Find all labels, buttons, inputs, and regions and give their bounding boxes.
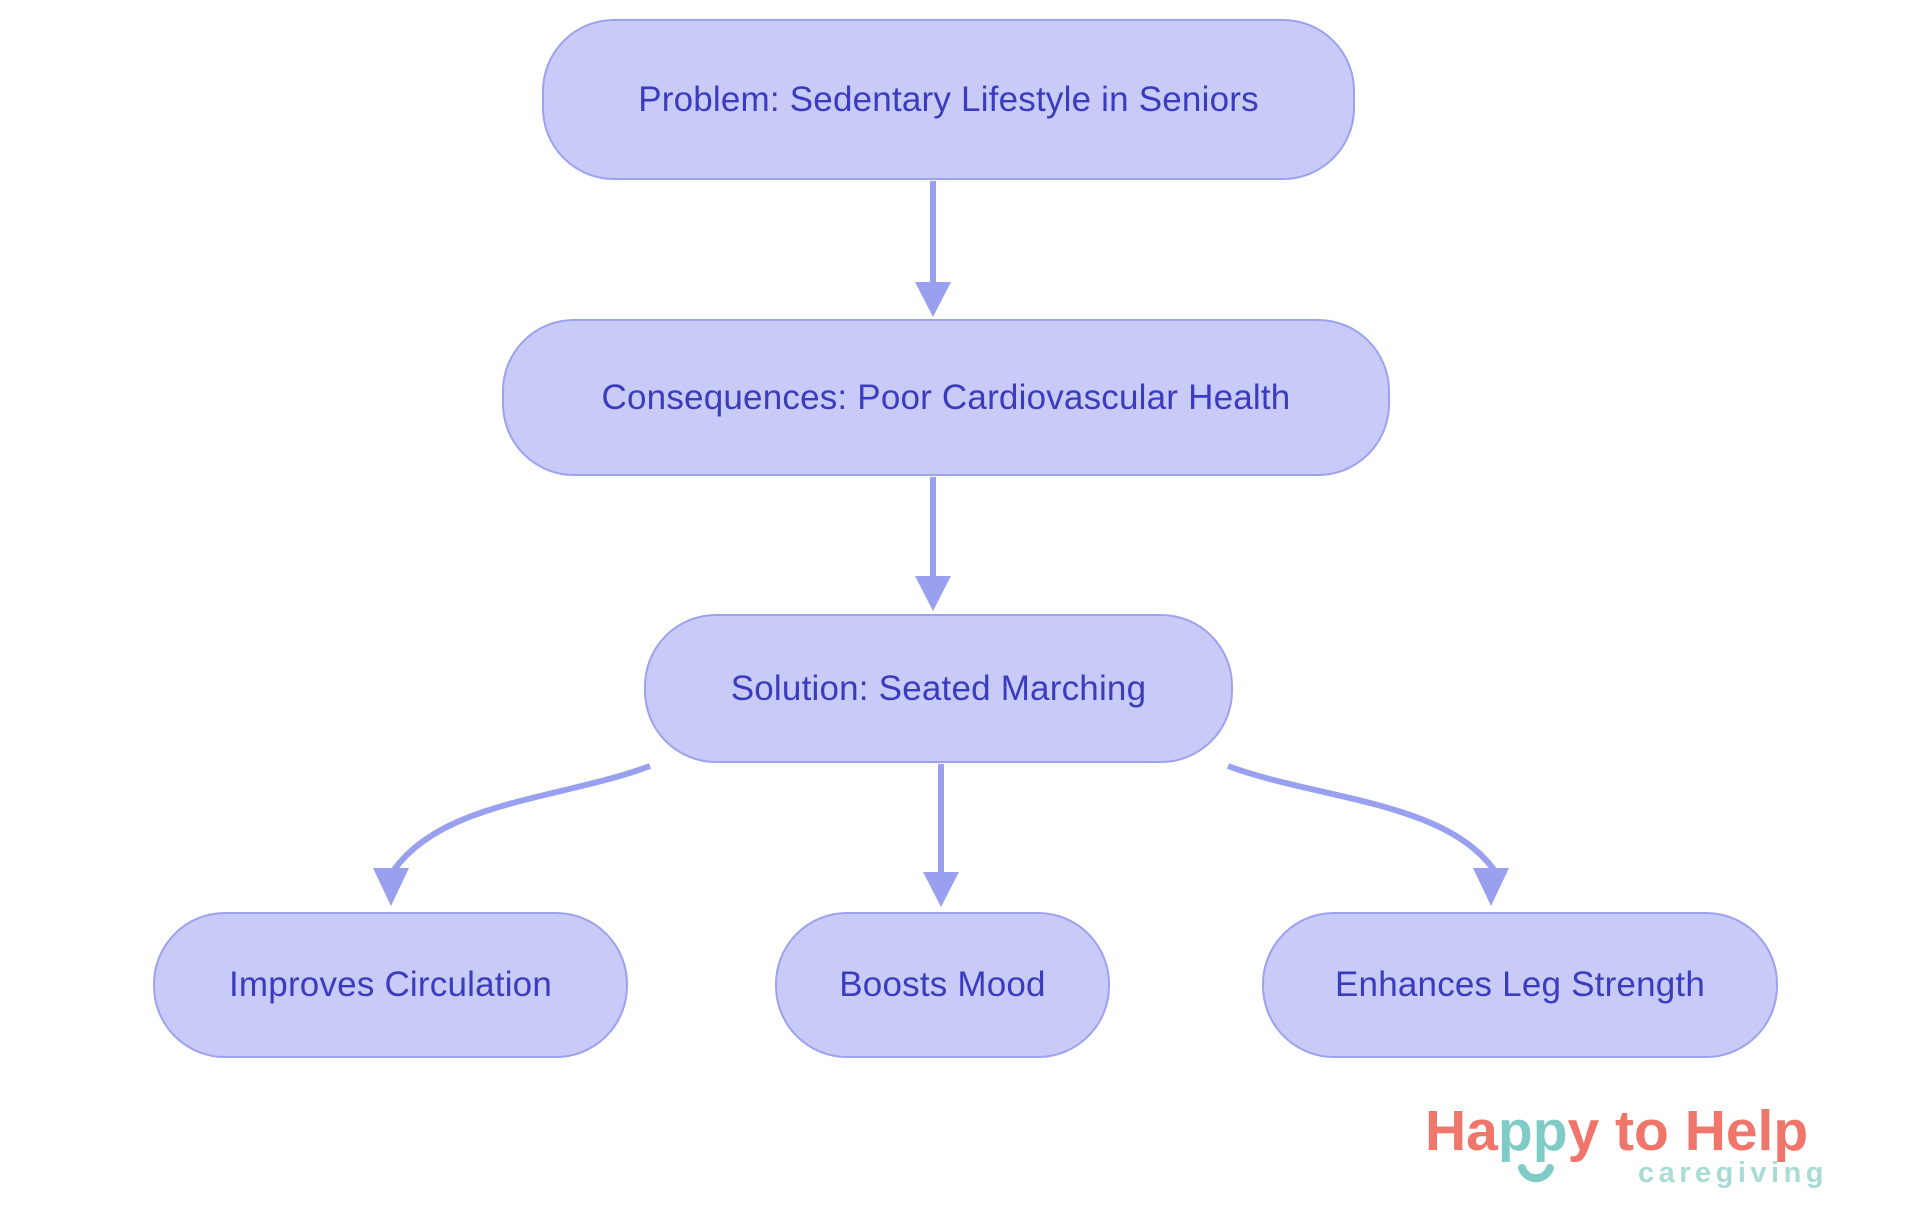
logo-text-ha: Ha xyxy=(1425,1099,1498,1163)
flow-node-improves-circulation: Improves Circulation xyxy=(153,912,628,1058)
logo-text-pp: pp xyxy=(1497,1099,1568,1163)
connector-problem-consequences xyxy=(915,181,951,317)
flow-node-problem: Problem: Sedentary Lifestyle in Seniors xyxy=(542,19,1355,180)
logo-subtitle: caregiving xyxy=(1637,1156,1828,1189)
smile-arc-icon xyxy=(1518,1164,1554,1183)
flow-node-consequences: Consequences: Poor Cardiovascular Health xyxy=(502,319,1390,476)
logo-text-y-to-help: y to Help xyxy=(1567,1099,1809,1163)
connector-solution-strength xyxy=(1226,763,1509,906)
flow-node-solution: Solution: Seated Marching xyxy=(644,614,1233,763)
flow-node-boosts-mood: Boosts Mood xyxy=(775,912,1110,1058)
connector-consequences-solution xyxy=(915,477,951,611)
brand-logo: Happy to Help caregiving xyxy=(1425,1100,1880,1190)
connector-solution-mood xyxy=(923,764,959,907)
flow-node-enhances-leg-strength: Enhances Leg Strength xyxy=(1262,912,1778,1058)
logo-wordmark: Happy to Help xyxy=(1425,1099,1880,1183)
connector-solution-circulation xyxy=(373,763,652,906)
